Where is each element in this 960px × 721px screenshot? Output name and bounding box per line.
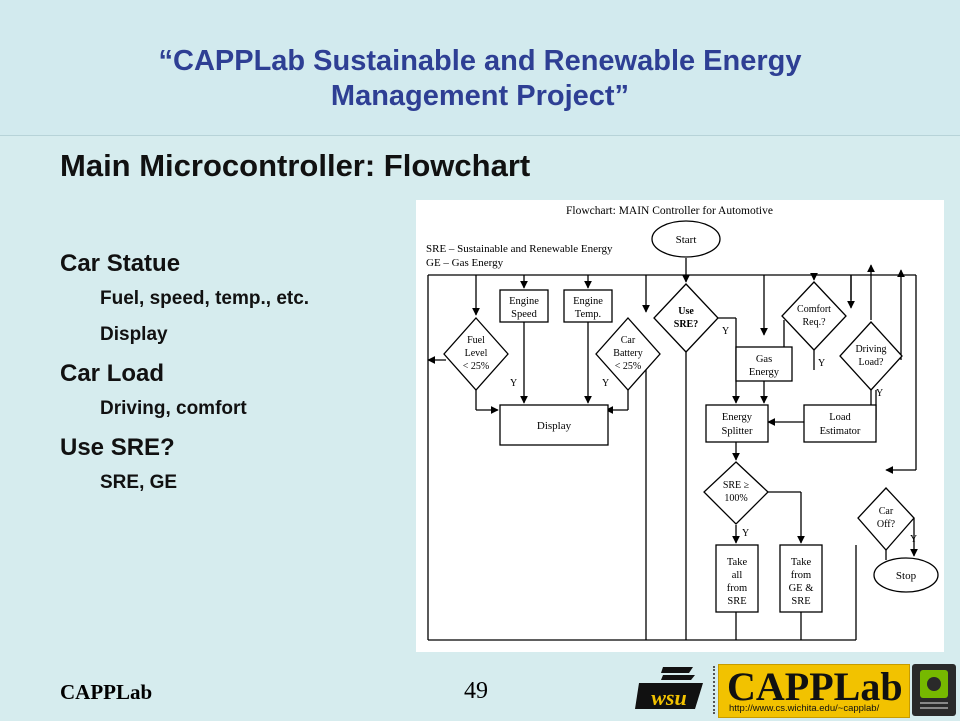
load-est-line2: Estimator bbox=[820, 426, 861, 437]
legend-sre: SRE – Sustainable and Renewable Energy bbox=[426, 243, 613, 255]
slide-title-line-2: Management Project” bbox=[330, 80, 630, 112]
sub-bullet: SRE, GE bbox=[100, 472, 178, 493]
engine-temp-line2: Temp. bbox=[575, 309, 601, 320]
slide-title-line-1: “CAPPLab Sustainable and Renewable Energ… bbox=[158, 45, 802, 77]
engine-speed-line2: Speed bbox=[511, 309, 537, 320]
engine-temp-line1: Engine bbox=[573, 296, 603, 307]
logo-divider bbox=[713, 666, 717, 714]
stop-node: Stop bbox=[896, 570, 917, 582]
sre-check-line2: 100% bbox=[724, 493, 747, 504]
yes-label: Y bbox=[818, 358, 825, 369]
gas-energy-line2: Energy bbox=[749, 367, 780, 378]
fuel-line1: Fuel bbox=[467, 335, 485, 346]
flowchart-svg: Flowchart: MAIN Controller for Automotiv… bbox=[426, 205, 939, 641]
flowchart-figure: Flowchart: MAIN Controller for Automotiv… bbox=[416, 200, 944, 652]
sre-check-line1: SRE ≥ bbox=[723, 480, 750, 491]
start-node: Start bbox=[676, 234, 697, 246]
comfort-line2: Req.? bbox=[802, 317, 826, 328]
capplab-logo-text: CAPPLab bbox=[727, 664, 903, 709]
bullet-car-statue: Car Statue bbox=[60, 250, 181, 277]
title-band bbox=[0, 0, 960, 136]
sub-bullet: Fuel, speed, temp., etc. bbox=[100, 288, 310, 309]
sub-bullet: Driving, comfort bbox=[100, 398, 247, 419]
splitter-line2: Splitter bbox=[722, 426, 753, 437]
take-sre-line3: from bbox=[727, 583, 747, 594]
splitter-line1: Energy bbox=[722, 412, 753, 423]
wsu-logo-text: wsu bbox=[651, 685, 686, 710]
take-sre-line2: all bbox=[732, 570, 743, 581]
take-ge-line4: SRE bbox=[791, 596, 810, 607]
yes-label: Y bbox=[722, 326, 729, 337]
display-node: Display bbox=[537, 420, 572, 432]
capplab-url: http://www.cs.wichita.edu/~capplab/ bbox=[729, 703, 880, 714]
use-sre-line2: SRE? bbox=[674, 319, 698, 330]
cuda-center-logo bbox=[912, 664, 956, 716]
bullet-list: Car Statue Fuel, speed, temp., etc. Disp… bbox=[60, 250, 420, 508]
gas-energy-line1: Gas bbox=[756, 354, 772, 365]
yes-label: Y bbox=[876, 388, 883, 399]
cuda-logo-svg bbox=[920, 670, 948, 709]
wsu-logo: wsu bbox=[633, 663, 709, 715]
wsu-logo-svg: wsu bbox=[635, 667, 703, 710]
yes-label: Y bbox=[910, 534, 917, 545]
take-ge-line1: Take bbox=[791, 557, 812, 568]
legend-ge: GE – Gas Energy bbox=[426, 257, 504, 269]
fuel-line2: Level bbox=[465, 348, 488, 359]
bullet-use-sre: Use SRE? bbox=[60, 434, 175, 461]
car-off-line1: Car bbox=[879, 506, 894, 517]
battery-line3: < 25% bbox=[615, 361, 641, 372]
take-ge-line3: GE & bbox=[789, 583, 814, 594]
yes-label: Y bbox=[742, 528, 749, 539]
slide-heading: Main Microcontroller: Flowchart bbox=[60, 148, 531, 183]
fuel-line3: < 25% bbox=[463, 361, 489, 372]
load-est-line1: Load bbox=[829, 412, 851, 423]
bullet-car-load: Car Load bbox=[60, 360, 165, 387]
take-sre-line4: SRE bbox=[727, 596, 746, 607]
battery-line2: Battery bbox=[613, 348, 642, 359]
yes-label: Y bbox=[602, 378, 609, 389]
car-off-line2: Off? bbox=[877, 519, 896, 530]
driving-load-line1: Driving bbox=[855, 344, 886, 355]
slide-title: “CAPPLab Sustainable and Renewable Energ… bbox=[0, 44, 960, 114]
take-sre-line1: Take bbox=[727, 557, 748, 568]
footer-lab-name: CAPPLab bbox=[60, 680, 153, 704]
comfort-line1: Comfort bbox=[797, 304, 831, 315]
take-ge-line2: from bbox=[791, 570, 811, 581]
flowchart-title: Flowchart: MAIN Controller for Automotiv… bbox=[566, 205, 773, 217]
sub-bullet: Display bbox=[100, 324, 168, 345]
capplab-logo: CAPPLab http://www.cs.wichita.edu/~cappl… bbox=[718, 664, 910, 718]
battery-line1: Car bbox=[621, 335, 636, 346]
use-sre-line1: Use bbox=[678, 306, 694, 317]
page-number: 49 bbox=[464, 678, 488, 704]
yes-label: Y bbox=[510, 378, 517, 389]
driving-load-line2: Load? bbox=[859, 357, 885, 368]
engine-speed-line1: Engine bbox=[509, 296, 539, 307]
